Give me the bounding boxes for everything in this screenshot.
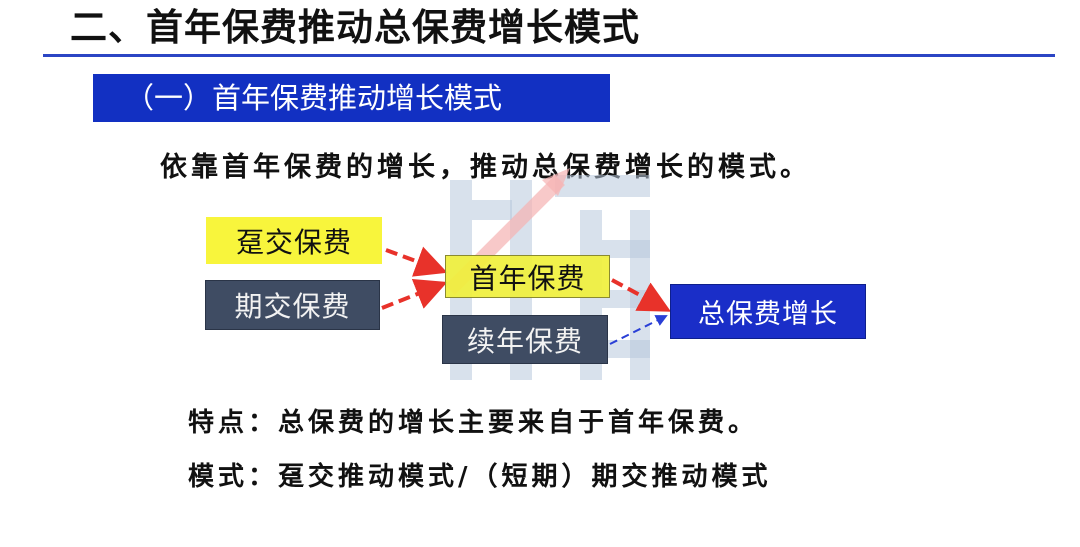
lump-sum-premium-node: 趸交保费 (206, 217, 382, 264)
periodic-premium-node: 期交保费 (205, 280, 380, 330)
total-premium-growth-node: 总保费增长 (670, 284, 866, 339)
arrow-first-year-to-total (611, 278, 672, 312)
section-subtitle: （一）首年保费推动增长模式 (93, 74, 610, 122)
renewal-premium-node: 续年保费 (442, 315, 608, 364)
slide-title: 二、首年保费推动总保费增长模式 (70, 6, 640, 49)
title-divider (43, 54, 1055, 57)
definition-text: 依靠首年保费的增长，推动总保费增长的模式。 (160, 152, 811, 183)
mode-text: 模式：趸交推动模式/（短期）期交推动模式 (188, 462, 772, 492)
arrow-renewal-to-total (609, 315, 668, 345)
arrow-lump-to-first-year (385, 246, 448, 277)
first-year-premium-node: 首年保费 (445, 255, 610, 298)
arrow-periodic-to-first-year (381, 278, 448, 310)
feature-text: 特点：总保费的增长主要来自于首年保费。 (188, 408, 759, 438)
